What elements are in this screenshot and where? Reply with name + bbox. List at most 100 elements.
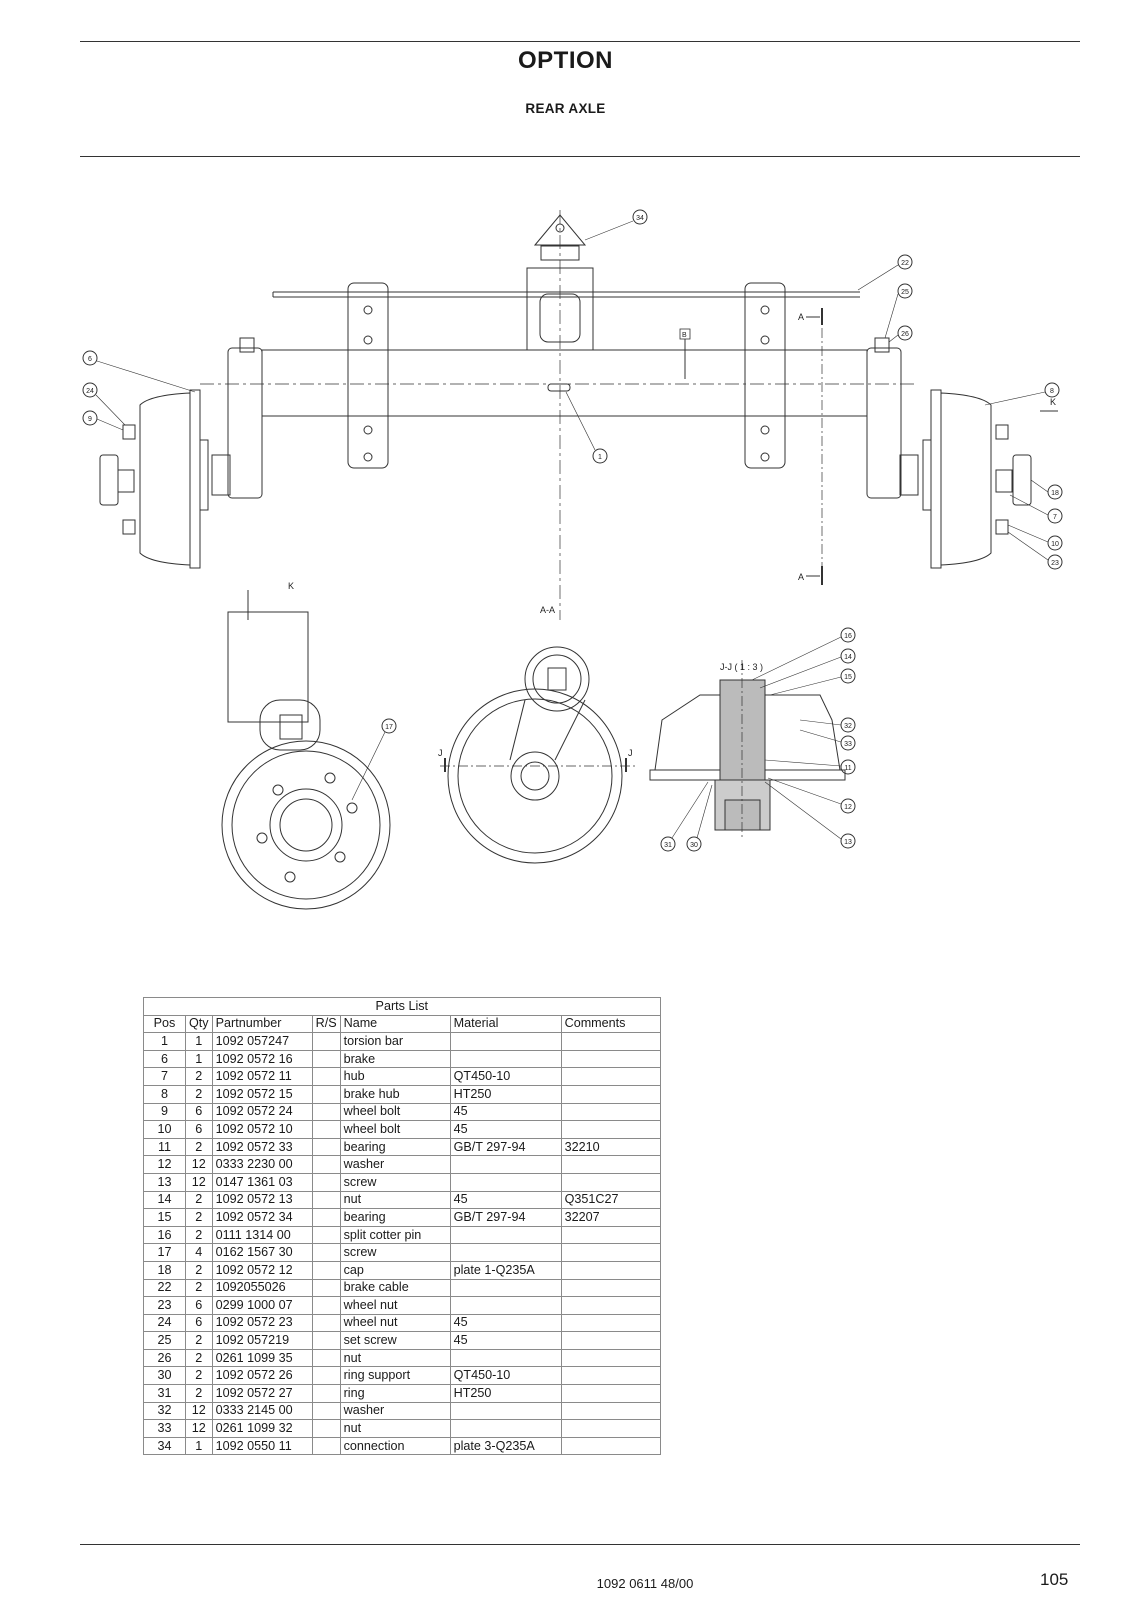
table-cell: 32	[143, 1401, 186, 1421]
table-cell: 1092 0572 13	[211, 1190, 313, 1210]
svg-text:11: 11	[844, 765, 851, 772]
section-k-label: K	[1050, 397, 1056, 407]
table-cell: 14	[143, 1190, 186, 1210]
callout-18: 18	[1030, 479, 1063, 500]
section-a-top-label: A	[798, 312, 804, 322]
callout-7: 7	[1009, 494, 1063, 524]
table-cell	[311, 1172, 341, 1192]
table-cell	[311, 1313, 341, 1333]
table-cell	[449, 1401, 562, 1421]
page-title: OPTION	[517, 47, 613, 74]
table-cell: torsion bar	[339, 1032, 451, 1051]
svg-text:25: 25	[901, 289, 909, 296]
table-cell	[311, 1401, 341, 1421]
table-cell: 15	[143, 1208, 186, 1227]
callout-24: 24	[82, 382, 126, 426]
column-header: Pos	[143, 1014, 186, 1034]
table-cell: 30	[143, 1366, 186, 1386]
table-cell: 6	[185, 1313, 213, 1333]
table-cell: 6	[143, 1049, 186, 1069]
table-cell	[560, 1049, 661, 1069]
column-header: Name	[339, 1014, 451, 1034]
table-cell: 34	[143, 1436, 186, 1456]
table-cell	[311, 1137, 341, 1157]
table-cell: 7	[143, 1067, 186, 1086]
table-cell	[560, 1296, 661, 1315]
table-cell	[560, 1243, 661, 1262]
callout-26: 26	[888, 325, 913, 343]
table-cell: 2	[185, 1366, 213, 1386]
table-cell: 45	[449, 1102, 562, 1122]
header-top-rule	[80, 41, 1080, 42]
callout-25: 25	[884, 283, 913, 339]
table-cell: 12	[185, 1419, 213, 1438]
view-k	[221, 590, 391, 910]
svg-text:14: 14	[844, 654, 852, 661]
drawing-labels: K A-A J-J ( 1 : 3 ) A A K J J B	[288, 312, 1056, 758]
table-cell: HT250	[449, 1084, 562, 1104]
callout-1: 1	[565, 391, 608, 464]
callout-8: 8	[984, 382, 1060, 406]
svg-text:12: 12	[844, 804, 852, 811]
svg-text:18: 18	[1051, 490, 1059, 497]
table-cell: 1092055026	[211, 1278, 313, 1298]
table-cell	[449, 1172, 562, 1192]
table-cell: 1	[143, 1032, 186, 1051]
svg-text:26: 26	[901, 331, 909, 338]
callout-10: 10	[1007, 524, 1063, 551]
table-cell: plate 1-Q235A	[449, 1260, 562, 1280]
table-cell: 12	[143, 1155, 186, 1174]
table-cell	[560, 1260, 661, 1280]
table-cell: nut	[339, 1190, 451, 1210]
table-cell	[311, 1120, 341, 1139]
parts-list-title: Parts List	[143, 997, 661, 1016]
callout-33: 33	[799, 729, 856, 751]
table-cell	[311, 1348, 341, 1368]
table-cell: wheel bolt	[339, 1120, 451, 1139]
column-header: R/S	[311, 1014, 341, 1034]
table-cell: screw	[339, 1172, 451, 1192]
view-jj-label: J-J ( 1 : 3 )	[720, 662, 763, 672]
table-cell: GB/T 297-94	[449, 1137, 562, 1157]
table-cell: 2	[185, 1278, 213, 1298]
table-cell: 0147 1361 03	[211, 1172, 313, 1192]
table-cell	[311, 1208, 341, 1227]
table-cell	[311, 1278, 341, 1298]
callout-13: 13	[764, 781, 856, 849]
table-cell	[311, 1366, 341, 1386]
table-cell: 2	[185, 1208, 213, 1227]
table-cell: 1092 057247	[211, 1032, 313, 1051]
table-cell: 45	[449, 1190, 562, 1210]
table-cell: 2	[185, 1190, 213, 1210]
table-cell: 33	[143, 1419, 186, 1438]
view-jj	[649, 660, 846, 840]
table-cell: 2	[185, 1067, 213, 1086]
table-cell: brake hub	[339, 1084, 451, 1104]
table-cell: washer	[339, 1401, 451, 1421]
table-cell	[449, 1278, 562, 1298]
table-cell	[449, 1225, 562, 1245]
table-cell: 32210	[560, 1137, 661, 1157]
table-cell	[311, 1225, 341, 1245]
table-cell: Q351C27	[560, 1190, 661, 1210]
callout-32: 32	[799, 717, 856, 733]
header-bottom-rule	[80, 156, 1080, 157]
page-subtitle: REAR AXLE	[525, 101, 606, 116]
table-cell: HT250	[449, 1384, 562, 1403]
table-cell	[560, 1419, 661, 1438]
svg-text:10: 10	[1051, 541, 1059, 548]
table-cell: brake	[339, 1049, 451, 1069]
table-cell	[560, 1172, 661, 1192]
